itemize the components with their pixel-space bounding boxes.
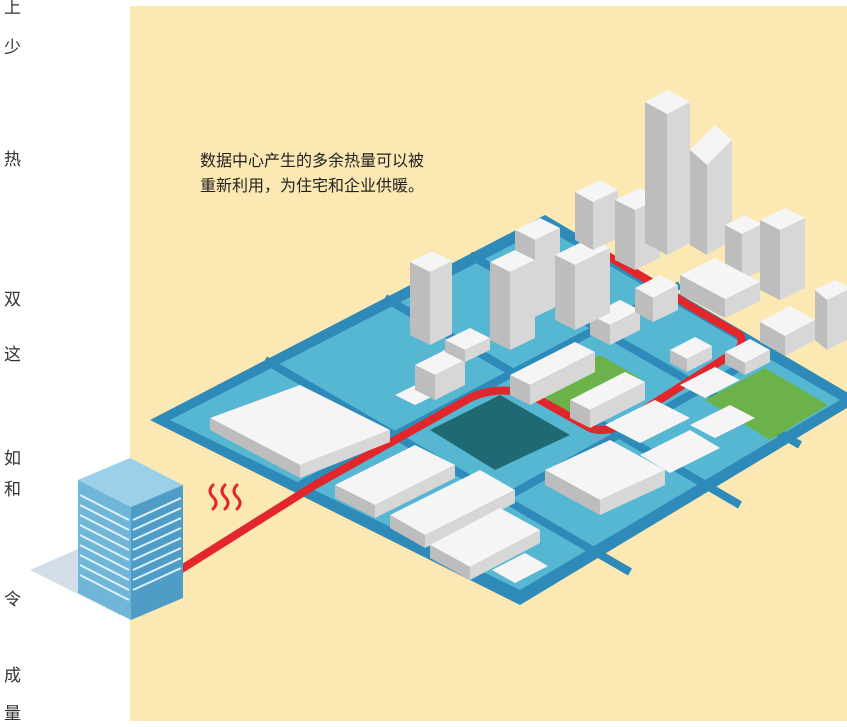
left-char: 双 [4,290,21,310]
low-buildings [210,367,755,583]
left-char: 上 [4,0,21,18]
data-center-server-icon [78,458,183,620]
caption: 数据中心产生的多余热量可以被重新利用，为住宅和企业供暖。 [200,151,425,195]
left-char: 成 [4,666,21,686]
left-char: 少 [4,38,21,58]
left-char: 令 [4,590,21,610]
left-char: 如 [4,449,21,469]
park-left [532,355,640,413]
pond [430,395,570,470]
left-char: 这 [4,345,21,365]
tall-buildings [410,90,847,350]
heat-pipe [177,241,746,574]
left-char: 热 [4,150,21,170]
mid-buildings [395,275,815,428]
left-char: 量 [4,704,21,724]
park-right [705,368,828,440]
left-column-text: 上 少 热 双 这 如 和 令 成 量 [0,0,24,727]
left-char: 和 [4,480,21,500]
heat-waves-icon [208,483,242,511]
